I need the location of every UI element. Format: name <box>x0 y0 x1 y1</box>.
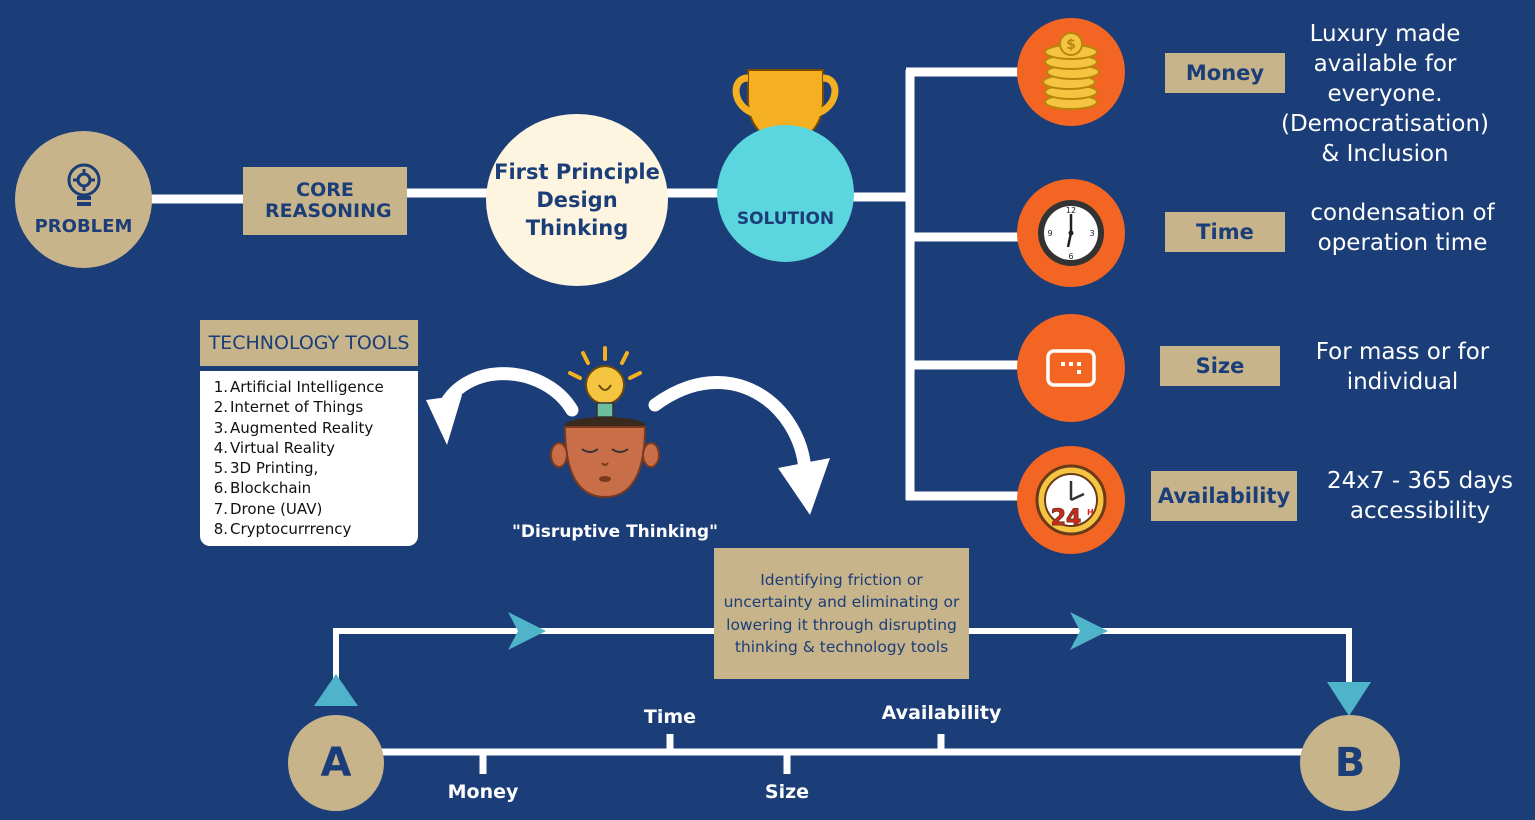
list-item: 5.3D Printing, <box>213 459 319 478</box>
money-circle: $ <box>1017 18 1125 126</box>
disruptive-thinker-icon <box>550 346 660 499</box>
technology-tools-list: 1.Artificial Intelligence 2.Internet of … <box>200 371 418 546</box>
point-a-node: A <box>288 715 384 811</box>
svg-text:24: 24 <box>1051 506 1082 531</box>
size-label: Size <box>1195 354 1245 378</box>
availability-circle: 24 H <box>1017 446 1125 554</box>
core-reasoning-label: CORE REASONING <box>265 179 392 222</box>
svg-text:3: 3 <box>1089 229 1094 238</box>
point-a-label: A <box>320 740 352 786</box>
bulb-gear-icon <box>67 163 100 206</box>
core-reasoning-box: CORE REASONING <box>243 167 407 235</box>
problem-label: PROBLEM <box>34 216 133 237</box>
solution-node: SOLUTION <box>717 125 854 262</box>
svg-text:H: H <box>1087 508 1094 517</box>
time-label: Time <box>1196 220 1254 244</box>
clock-icon: 12 3 6 9 <box>1038 200 1104 266</box>
availability-description: 24x7 - 365 days accessibility <box>1327 468 1513 524</box>
money-label-box: Money <box>1165 53 1285 93</box>
size-label-box: Size <box>1160 346 1280 386</box>
timeline-tick-size: Size <box>764 781 810 803</box>
list-item: 7.Drone (UAV) <box>213 499 323 518</box>
first-principle-line2: Design <box>536 188 618 212</box>
list-item: 6.Blockchain <box>213 479 312 498</box>
first-principle-line1: First Principle <box>494 160 660 184</box>
money-label: Money <box>1185 61 1265 85</box>
timeline-tick-time: Time <box>643 706 697 728</box>
list-item: 4.Virtual Reality <box>213 438 336 457</box>
friction-description-box: Identifying friction or uncertainty and … <box>714 548 969 679</box>
first-principle-line3: Thinking <box>525 216 629 240</box>
availability-label: Availability <box>1157 484 1291 508</box>
time-description: condensation of operation time <box>1310 200 1495 256</box>
coins-icon: $ <box>1042 32 1100 110</box>
list-item: 1.Artificial Intelligence <box>213 378 384 396</box>
svg-text:6: 6 <box>1068 252 1073 261</box>
list-item: 3.Augmented Reality <box>213 418 374 437</box>
technology-tools-title: TECHNOLOGY TOOLS <box>200 320 418 366</box>
size-screen-icon <box>1046 349 1096 387</box>
timeline-tick-money: Money <box>447 781 519 803</box>
money-description: Luxury made available for everyone. (Dem… <box>1280 21 1490 167</box>
problem-node: PROBLEM <box>15 131 152 268</box>
time-circle: 12 3 6 9 <box>1017 179 1125 287</box>
list-item: 8.Cryptocurrrency <box>213 520 352 539</box>
svg-text:9: 9 <box>1047 229 1052 238</box>
size-circle <box>1017 314 1125 422</box>
timeline-tick-availability: Availability <box>881 702 1002 724</box>
availability-label-box: Availability <box>1151 471 1297 521</box>
friction-description: Identifying friction or uncertainty and … <box>723 570 960 657</box>
svg-text:$: $ <box>1066 37 1076 53</box>
disruptive-thinking-label: "Disruptive Thinking" <box>512 522 718 542</box>
svg-text:12: 12 <box>1066 206 1076 215</box>
size-description: For mass or for individual <box>1315 339 1490 395</box>
24h-clock-icon: 24 H <box>1035 464 1107 536</box>
first-principle-node: First Principle Design Thinking <box>486 114 668 286</box>
point-b-label: B <box>1334 740 1366 786</box>
solution-label: SOLUTION <box>736 208 835 229</box>
point-b-node: B <box>1300 715 1400 811</box>
time-label-box: Time <box>1165 212 1285 252</box>
list-item: 2.Internet of Things <box>213 398 364 417</box>
